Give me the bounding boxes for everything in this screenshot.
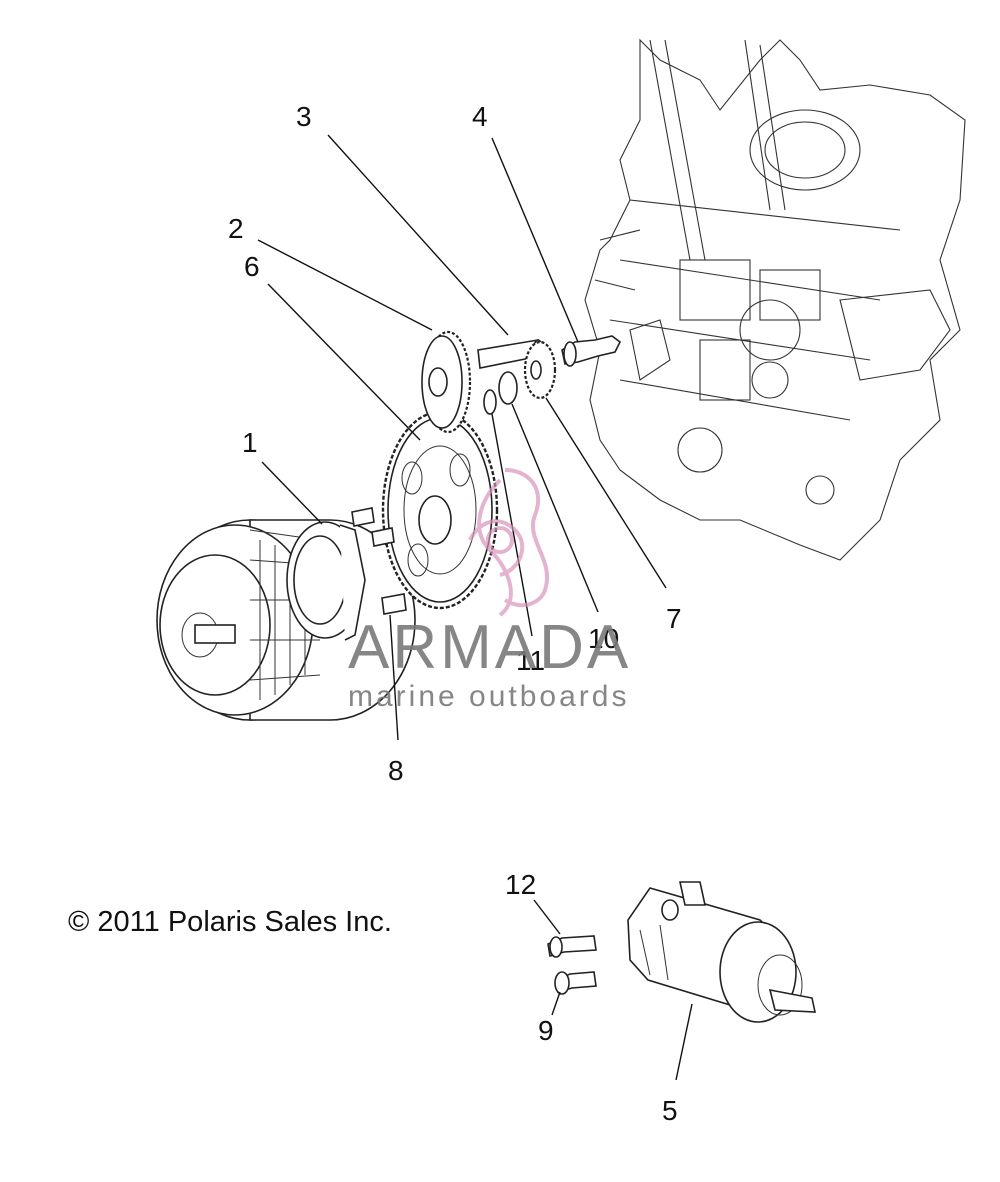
leader-6 [267,283,421,441]
armada-watermark: ARMADA marine outboards [348,468,631,713]
leader-1 [261,461,323,525]
starter-motor [627,881,817,1023]
leader-10 [511,403,599,613]
copyright-notice: © 2011 Polaris Sales Inc. [68,906,392,938]
leader-3 [327,134,509,336]
callout-9: 9 [538,1015,554,1046]
starter-shaft [561,335,622,367]
small-gear [523,340,557,400]
engine-block [584,38,966,561]
callout-2: 2 [228,213,244,244]
leader-9 [551,991,561,1016]
bolt-9 [554,971,597,995]
bolt-12 [547,935,597,958]
watermark-tagline: marine outboards [348,680,629,713]
leader-5 [675,1003,693,1081]
snap-ring [483,389,497,415]
idler-gear [421,330,472,434]
armada-logo-icon [468,468,549,617]
callout-5: 5 [662,1095,678,1126]
callout-11: 11 [516,645,545,676]
washer [498,371,518,405]
leader-2 [257,239,433,331]
callout-10: 10 [588,623,619,654]
callout-7: 7 [666,603,682,634]
callout-8: 8 [388,755,404,786]
dowel-pins [351,507,407,615]
watermark-brand: ARMADA [348,613,631,682]
callout-1: 1 [242,427,258,458]
leader-4 [491,137,579,343]
driven-gear [381,410,499,610]
callout-3: 3 [296,101,312,132]
starter-clutch [286,521,366,641]
callouts: 1 2 3 4 5 6 7 8 9 10 11 12 [228,101,682,1126]
leader-lines [257,134,693,1081]
callout-4: 4 [472,101,488,132]
callout-12: 12 [505,869,536,900]
callout-6: 6 [244,251,260,282]
leader-7 [545,397,667,589]
leader-8 [389,614,399,741]
leader-12 [533,899,561,935]
